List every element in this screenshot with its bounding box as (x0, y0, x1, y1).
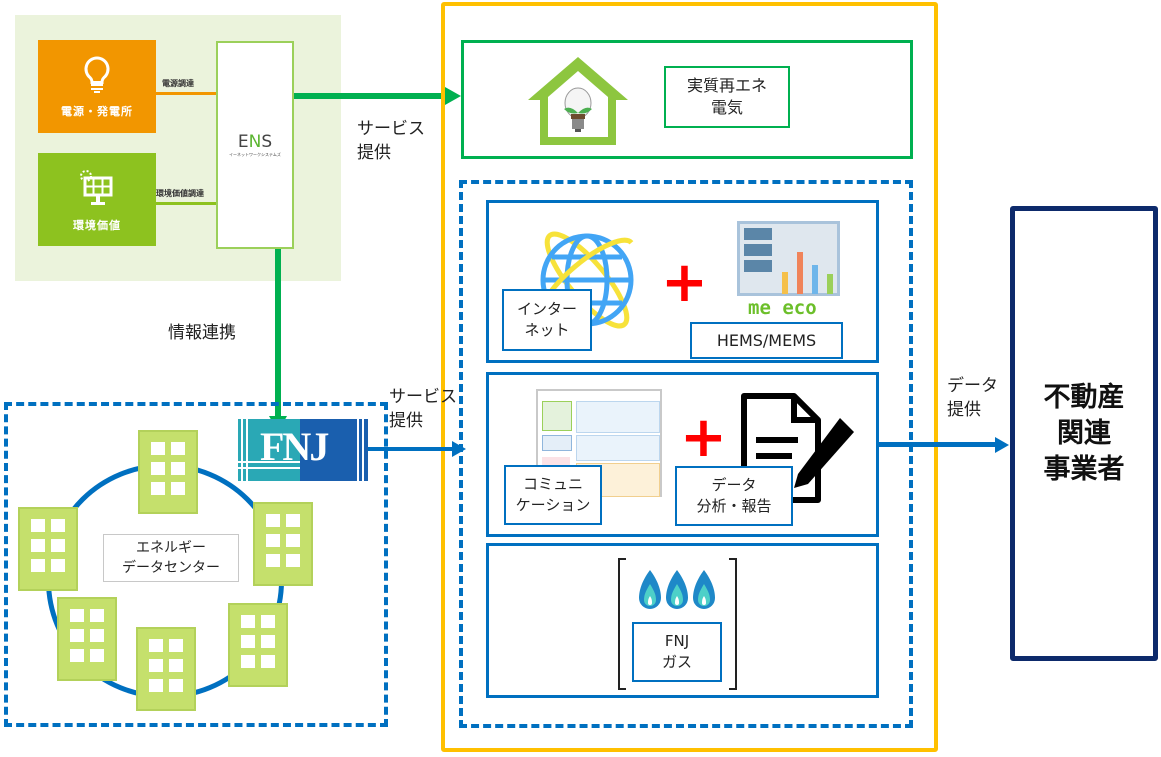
building-icon (136, 627, 196, 711)
building-icon (18, 507, 78, 591)
fnj-logo: FNJ (238, 419, 368, 481)
plus-icon: + (680, 405, 727, 470)
info-link-label: 情報連携 (168, 323, 236, 343)
gas-flame-icon (639, 570, 715, 609)
plus-icon: + (661, 250, 708, 315)
data-provision-label: データ提供 (947, 376, 998, 420)
env-procurement-line (156, 202, 218, 205)
env-value-box: 環境価値 (38, 153, 156, 246)
building-icon (228, 603, 288, 687)
communication-label: コミュニケーション (504, 465, 602, 525)
energy-data-center-label: エネルギーデータセンター (103, 534, 239, 582)
env-value-label: 環境価値 (73, 218, 121, 232)
arrow-right-icon (445, 87, 461, 105)
building-icon (253, 502, 313, 586)
meeco-logo: me eco (748, 297, 817, 319)
power-procurement-line (156, 92, 218, 95)
bracket-left (618, 558, 626, 690)
internet-label: インターネット (502, 289, 592, 351)
arrow-right-icon (995, 437, 1009, 453)
service-platform-frame (441, 2, 938, 752)
service-provision-label-2: サービス提供 (389, 387, 457, 431)
ens-logo-text: ENS (237, 132, 273, 152)
renewable-electricity-label: 実質再エネ電気 (664, 66, 790, 128)
building-icon (138, 430, 198, 514)
solar-panel-icon (80, 169, 113, 205)
env-procurement-label: 環境価値調達 (156, 189, 204, 198)
power-source-label: 電源・発電所 (61, 104, 133, 118)
service-arrow-line (294, 93, 446, 99)
data-arrow-line (879, 442, 999, 447)
hems-dashboard-icon (737, 221, 840, 296)
service-provision-label-1: サービス提供 (357, 119, 425, 163)
data-analysis-label: データ分析・報告 (675, 466, 793, 526)
hems-mems-label: HEMS/MEMS (690, 322, 843, 359)
house-bulb-icon (528, 57, 628, 145)
target-label-line: 不動産 (1043, 381, 1125, 413)
info-link-arrow-line (275, 249, 281, 419)
energy-data-center-group (4, 402, 388, 727)
lightbulb-icon (84, 55, 110, 93)
service-arrow-line-2 (368, 447, 460, 451)
ens-logo-subtext: イーネットワークシステムズ (229, 152, 281, 157)
target-label-line: 事業者 (1043, 453, 1125, 485)
ens-box: ENS イーネットワークシステムズ (216, 41, 294, 249)
target-label-line: 関連 (1057, 417, 1111, 449)
building-icon (57, 597, 117, 681)
power-source-box: 電源・発電所 (38, 40, 156, 133)
arrow-right-icon (452, 441, 466, 457)
real-estate-business-box: 不動産 関連 事業者 (1010, 206, 1158, 661)
ens-logo: ENS イーネットワークシステムズ (229, 132, 281, 158)
power-procurement-label: 電源調達 (162, 79, 194, 88)
fnj-logo-text: FNJ (260, 424, 329, 469)
bracket-right (729, 558, 737, 690)
renewable-electricity-box (461, 40, 913, 159)
